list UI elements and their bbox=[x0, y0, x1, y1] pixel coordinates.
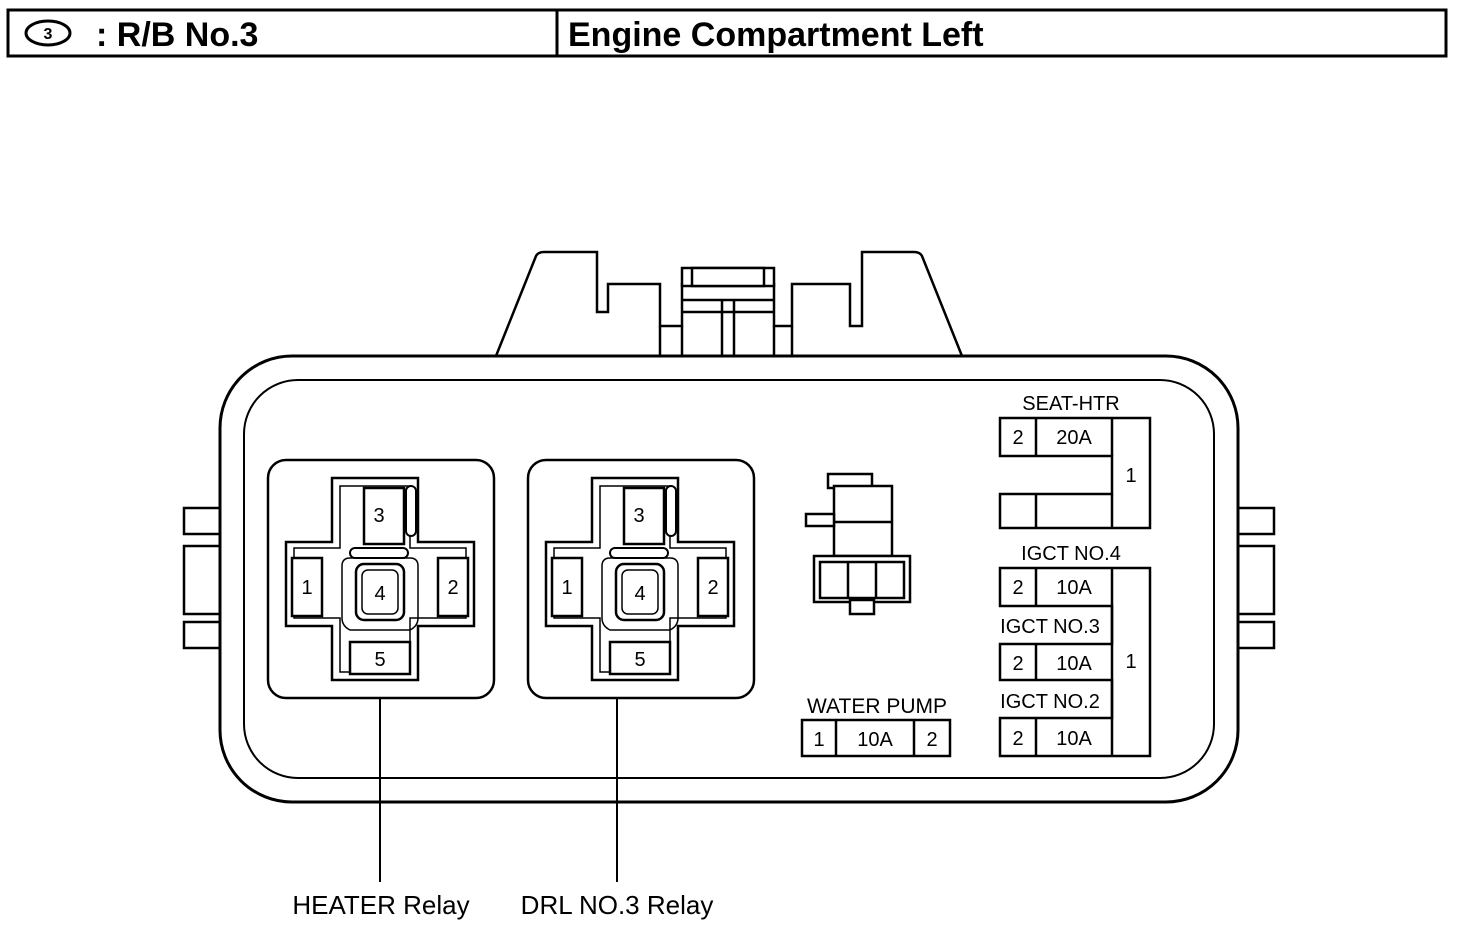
title-bar: 3 : R/B No.3 Engine Compartment Left bbox=[6, 8, 1448, 58]
drl-no3-relay-terminal-3-box bbox=[622, 486, 666, 546]
igct-no4-fuse-rating: 10A bbox=[1056, 577, 1092, 599]
drl-no3-relay-terminal-4-box bbox=[614, 562, 666, 622]
igct-no4-fuse-label: IGCT NO.4 bbox=[1021, 543, 1121, 565]
igct-no2-fuse-pin-2: 2 bbox=[1012, 728, 1023, 750]
top-bracket bbox=[494, 250, 964, 357]
seat-htr-fuse-pin-1: 1 bbox=[1125, 465, 1136, 487]
seat-htr-fuse-rating: 20A bbox=[1056, 427, 1092, 449]
drl-no3-relay-label: DRL NO.3 Relay bbox=[521, 890, 714, 920]
heater-relay-label: HEATER Relay bbox=[292, 890, 469, 920]
water-pump-fuse-rating: 10A bbox=[857, 729, 893, 751]
location-badge-number: 3 bbox=[44, 26, 53, 43]
igct-no2-fuse-rating: 10A bbox=[1056, 728, 1092, 750]
block-title: : R/B No.3 bbox=[96, 16, 258, 54]
drl-no3-relay-terminal-5-box bbox=[608, 640, 672, 676]
heater-relay-side-key-slot bbox=[405, 485, 417, 537]
igct-no4-fuse-pin-2: 2 bbox=[1012, 577, 1023, 599]
water-pump-fuse-pin-2: 2 bbox=[926, 729, 937, 751]
drl-no3-relay-key-slot bbox=[609, 547, 669, 559]
drl-no3-relay-terminal-2-box bbox=[696, 556, 730, 618]
drl-no3-relay-socket: 3 1 2 4 5 bbox=[526, 458, 756, 700]
heater-relay-terminal-2-box bbox=[436, 556, 470, 618]
heater-relay-terminal-2: 2 bbox=[447, 577, 458, 599]
seat-htr-fuse-label: SEAT-HTR bbox=[1022, 393, 1119, 415]
heater-relay-socket: 3 1 2 4 5 bbox=[266, 458, 496, 700]
seat-htr-fuse-pin-2: 2 bbox=[1012, 427, 1023, 449]
heater-relay-terminal-3-box bbox=[362, 486, 406, 546]
heater-relay-terminal-3: 3 bbox=[373, 505, 384, 527]
heater-relay-terminal-5: 5 bbox=[374, 649, 385, 671]
drl-no3-relay-terminal-3: 3 bbox=[633, 505, 644, 527]
right-side-tabs bbox=[1236, 506, 1276, 650]
heater-relay-terminal-4: 4 bbox=[374, 583, 385, 605]
heater-relay-terminal-5-box bbox=[348, 640, 412, 676]
location-badge-icon: 3 bbox=[24, 19, 72, 47]
relay-callouts: HEATER Relay DRL NO.3 Relay bbox=[292, 698, 713, 920]
drl-no3-relay-terminal-4-inner bbox=[621, 569, 659, 615]
water-pump-fuse-label: WATER PUMP bbox=[807, 695, 947, 718]
heater-relay-terminal-4-box bbox=[354, 562, 406, 622]
drl-no3-relay-terminal-1-box bbox=[550, 556, 584, 618]
igct-no3-fuse-rating: 10A bbox=[1056, 653, 1092, 675]
location-title: Engine Compartment Left bbox=[568, 16, 984, 54]
heater-relay-key-slot bbox=[349, 547, 409, 559]
left-side-tabs bbox=[182, 506, 222, 650]
water-pump-fuse-pin-1: 1 bbox=[813, 729, 824, 751]
igct-fuse-group: IGCT NO.4 2 10A IGCT NO.3 2 10A IGCT NO.… bbox=[998, 543, 1152, 758]
igct-no2-fuse-label: IGCT NO.2 bbox=[1000, 691, 1100, 713]
drl-no3-relay-terminal-5: 5 bbox=[634, 649, 645, 671]
heater-relay-terminal-1-box bbox=[290, 556, 324, 618]
center-connector bbox=[804, 472, 912, 616]
igct-group-common-pin-1: 1 bbox=[1125, 651, 1136, 673]
drl-no3-relay-center-plate bbox=[601, 557, 679, 631]
heater-relay-terminal-1: 1 bbox=[301, 577, 312, 599]
water-pump-fuse: WATER PUMP 1 10A 2 bbox=[800, 695, 952, 758]
drl-no3-relay-side-key-slot bbox=[665, 485, 677, 537]
drl-no3-relay-terminal-4: 4 bbox=[634, 583, 645, 605]
seat-htr-fuse: SEAT-HTR 2 20A 1 bbox=[998, 393, 1152, 530]
heater-relay-center-plate bbox=[341, 557, 419, 631]
igct-no3-fuse-pin-2: 2 bbox=[1012, 653, 1023, 675]
drl-no3-relay-terminal-2: 2 bbox=[707, 577, 718, 599]
drl-no3-relay-terminal-1: 1 bbox=[561, 577, 572, 599]
igct-no3-fuse-label: IGCT NO.3 bbox=[1000, 616, 1100, 638]
heater-relay-terminal-4-inner bbox=[361, 569, 399, 615]
